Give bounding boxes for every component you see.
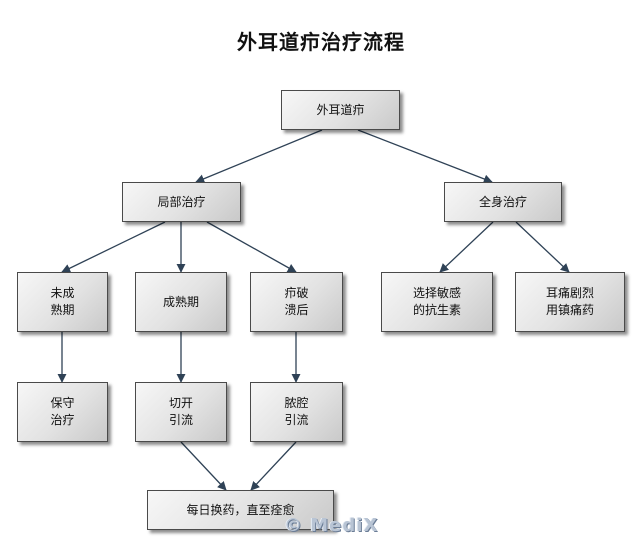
medix-watermark: © MediX: [284, 515, 379, 536]
diagram-title: 外耳道疖治疗流程: [237, 30, 405, 54]
edge-local-immature: [61, 221, 166, 273]
node-cavity-drainage: 脓腔引流: [250, 382, 343, 442]
edge-incision-daily: [180, 441, 227, 491]
edge-systemic-antibiotics: [439, 221, 494, 273]
node-after-rupture: 疖破溃后: [250, 272, 343, 332]
node-systemic-treatment: 全身治疗: [444, 182, 562, 222]
edge-local-ruptured: [206, 221, 297, 273]
node-local-treatment: 局部治疗: [122, 182, 241, 222]
node-incision-drainage: 切开引流: [135, 382, 227, 442]
node-conservative-treatment: 保守治疗: [17, 382, 108, 442]
edge-cavity-daily: [250, 441, 297, 491]
node-mature-stage: 成熟期: [135, 272, 227, 332]
node-daily-dressing: 每日换药，直至痊愈: [147, 490, 334, 530]
edge-root-systemic: [357, 129, 493, 184]
edge-root-local: [195, 129, 323, 184]
node-ear-furuncle: 外耳道疖: [281, 90, 400, 130]
edge-systemic-analgesic: [515, 221, 570, 273]
node-sensitive-antibiotics: 选择敏感的抗生素: [381, 272, 493, 332]
node-analgesics: 耳痛剧烈用镇痛药: [515, 272, 625, 332]
node-immature-stage: 未成熟期: [17, 272, 108, 332]
